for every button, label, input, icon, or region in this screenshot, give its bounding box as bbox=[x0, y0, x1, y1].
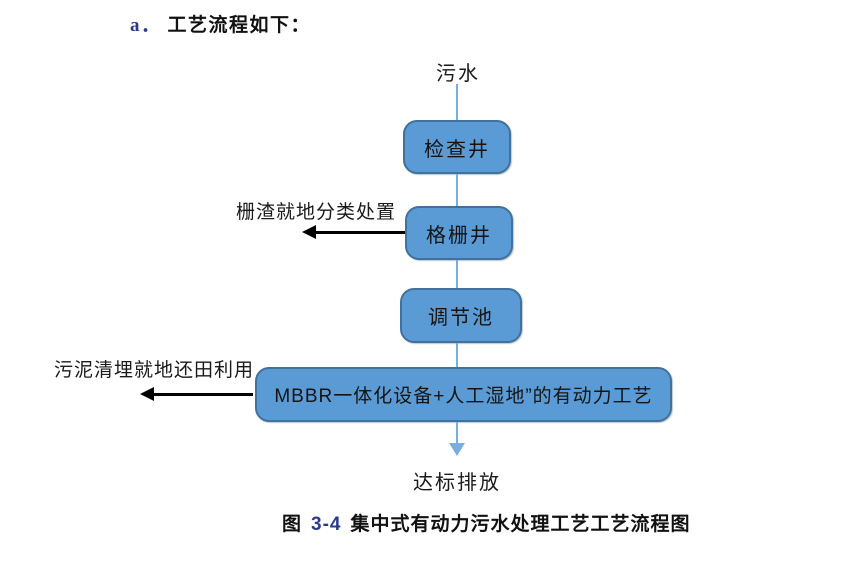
connector-line bbox=[456, 260, 458, 288]
connector-line bbox=[456, 343, 458, 367]
connector-line bbox=[456, 84, 458, 120]
branch-label-sludge: 污泥清埋就地还田利用 bbox=[54, 360, 255, 381]
flow-box-regulating-tank: 调节池 bbox=[400, 288, 522, 343]
figure-caption-prefix: 图 bbox=[282, 514, 303, 535]
flow-input-label: 污水 bbox=[436, 63, 480, 85]
left-arrow-shaft bbox=[315, 231, 406, 234]
figure-number: 3-4 bbox=[311, 514, 342, 535]
flow-output-label: 达标排放 bbox=[413, 472, 501, 494]
flow-box-grid-well: 格栅井 bbox=[405, 206, 513, 260]
connector-line bbox=[456, 422, 458, 444]
page-title-prefix: a． bbox=[130, 15, 162, 36]
page-title-text: 工艺流程如下： bbox=[167, 15, 312, 36]
figure-caption-text: 集中式有动力污水处理工艺工艺流程图 bbox=[350, 514, 691, 535]
flow-box-mbbr-process: MBBR一体化设备+人工湿地”的有动力工艺 bbox=[255, 367, 672, 422]
left-arrow-icon bbox=[140, 387, 154, 401]
flow-box-inspection-well: 检查井 bbox=[403, 120, 511, 174]
figure-caption: 图 3-4 集中式有动力污水处理工艺工艺流程图 bbox=[282, 509, 691, 536]
connector-line bbox=[456, 174, 458, 206]
branch-label-grid-residue: 栅渣就地分类处置 bbox=[236, 202, 397, 223]
left-arrow-shaft bbox=[153, 393, 253, 396]
left-arrow-icon bbox=[302, 225, 316, 239]
down-arrow-icon bbox=[449, 443, 465, 456]
page-title: a．工艺流程如下： bbox=[130, 10, 311, 37]
